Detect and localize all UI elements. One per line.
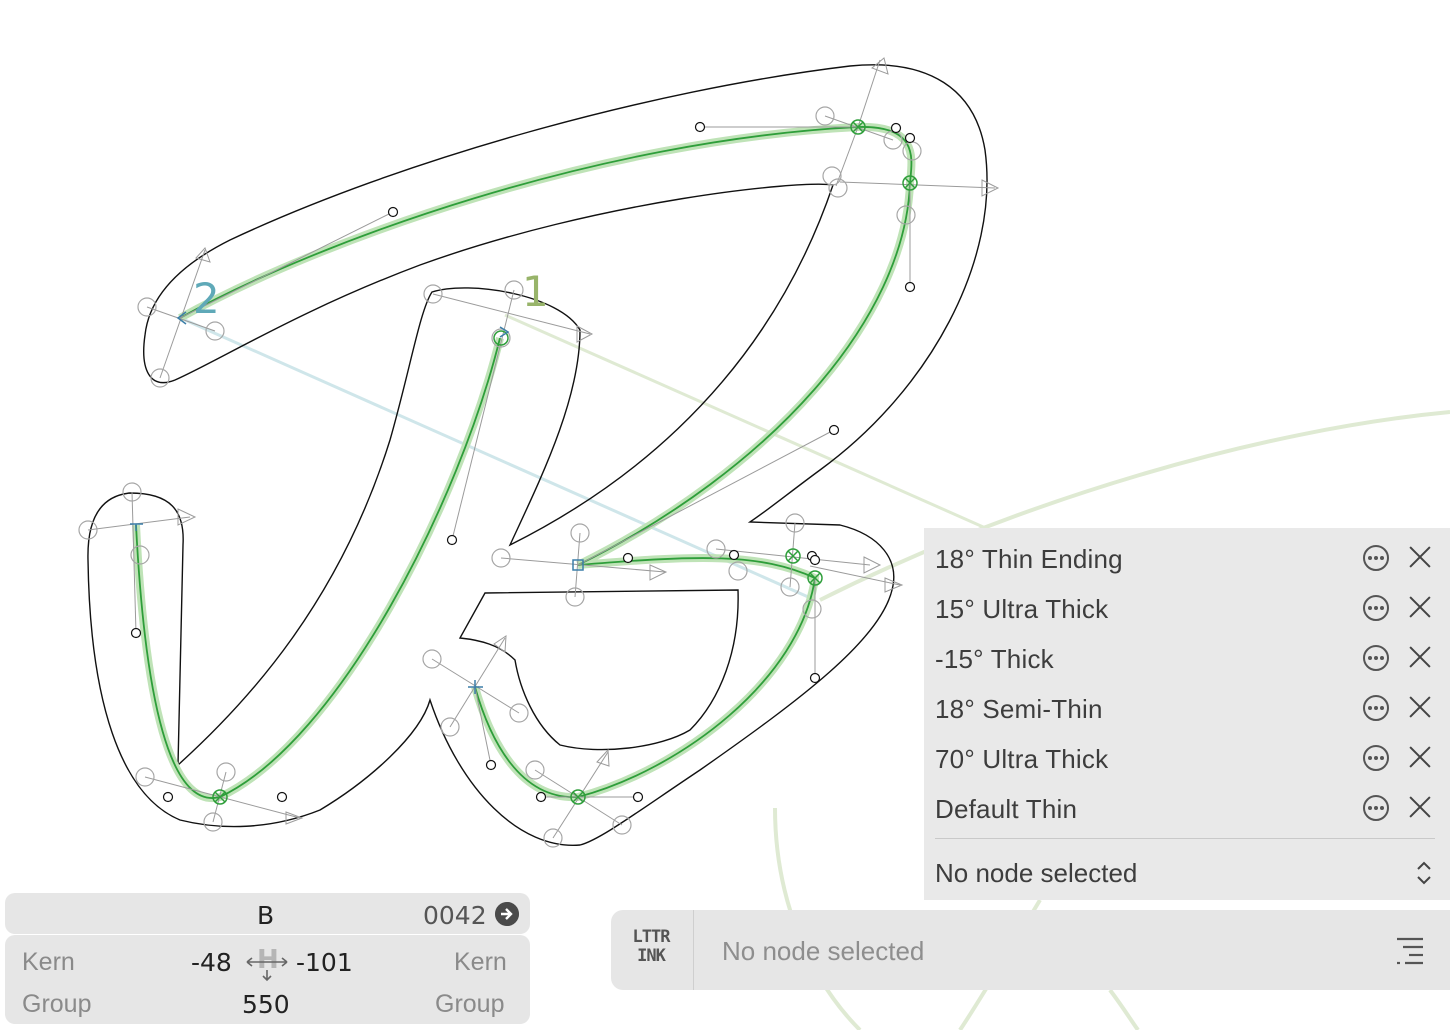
handle-points[interactable] — [78, 106, 922, 848]
right-kern-label: Kern — [454, 948, 507, 976]
stroke-style-panel: 18° Thin Ending 15° Ultra Thick -15° Thi… — [924, 528, 1450, 900]
guide-curves — [184, 313, 1450, 1030]
glyph-unicode: 0042 — [423, 901, 487, 930]
glyph-outline — [87, 64, 988, 846]
arrow-right-circle-icon[interactable] — [495, 902, 519, 926]
style-label: 18° Semi-Thin — [935, 694, 1103, 724]
svg-text:H: H — [257, 945, 279, 975]
direction-arrows — [177, 57, 1000, 825]
stroke-order-2: 2 — [193, 274, 220, 323]
style-label: 18° Thin Ending — [935, 544, 1123, 574]
selected-node[interactable] — [572, 559, 584, 571]
x-icon[interactable] — [1408, 695, 1432, 719]
up-down-chevron-icon[interactable] — [1414, 858, 1434, 888]
stroke-skeleton — [132, 122, 916, 803]
x-icon[interactable] — [1408, 795, 1432, 819]
style-row[interactable]: 18° Thin Ending — [924, 532, 1450, 582]
ellipsis-circle-icon[interactable] — [1363, 595, 1389, 621]
ellipsis-circle-icon[interactable] — [1363, 545, 1389, 571]
left-kern-label: Kern — [22, 948, 75, 976]
style-label: Default Thin — [935, 794, 1078, 824]
style-row[interactable]: 70° Ultra Thick — [924, 732, 1450, 782]
status-text: No node selected — [722, 936, 925, 966]
x-icon[interactable] — [1408, 745, 1432, 769]
left-kern-value[interactable]: -48 — [191, 948, 232, 977]
style-row[interactable]: Default Thin — [924, 782, 1450, 832]
control-points[interactable] — [130, 121, 916, 803]
style-row[interactable]: -15° Thick — [924, 632, 1450, 682]
logo-line-2: INK — [637, 946, 666, 966]
style-row[interactable]: 18° Semi-Thin — [924, 682, 1450, 732]
style-label: 70° Ultra Thick — [935, 744, 1109, 774]
skeleton-nodes[interactable] — [212, 119, 918, 805]
style-row[interactable]: 15° Ultra Thick — [924, 582, 1450, 632]
kerning-panel: Kern -48 H -101 Kern Group 550 Group — [5, 935, 530, 1024]
advance-width[interactable]: 550 — [242, 990, 290, 1019]
ellipsis-circle-icon[interactable] — [1363, 795, 1389, 821]
divider — [693, 910, 694, 990]
start-markers — [130, 311, 510, 694]
glyph-info-bar: B 0042 — [5, 893, 530, 934]
style-label: -15° Thick — [935, 644, 1054, 674]
right-group-label[interactable]: Group — [435, 990, 505, 1018]
x-icon[interactable] — [1408, 645, 1432, 669]
ellipsis-circle-icon[interactable] — [1363, 695, 1389, 721]
x-icon[interactable] — [1408, 595, 1432, 619]
left-group-label[interactable]: Group — [22, 990, 92, 1018]
divider — [935, 838, 1435, 839]
ellipsis-circle-icon[interactable] — [1363, 745, 1389, 771]
x-icon[interactable] — [1408, 545, 1432, 569]
sidebearing-width-icon: H — [246, 945, 288, 982]
stroke-order-1: 1 — [522, 267, 549, 316]
list-icon[interactable] — [1395, 936, 1425, 966]
status-bar: LTTR INK No node selected — [611, 910, 1450, 990]
ellipsis-circle-icon[interactable] — [1363, 645, 1389, 671]
logo-line-1: LTTR — [632, 927, 671, 947]
app-logo[interactable]: LTTR INK — [631, 928, 671, 970]
glyph-name: B — [257, 901, 275, 930]
style-label: 15° Ultra Thick — [935, 594, 1109, 624]
node-select[interactable]: No node selected — [935, 858, 1138, 888]
right-kern-value[interactable]: -101 — [296, 948, 353, 977]
